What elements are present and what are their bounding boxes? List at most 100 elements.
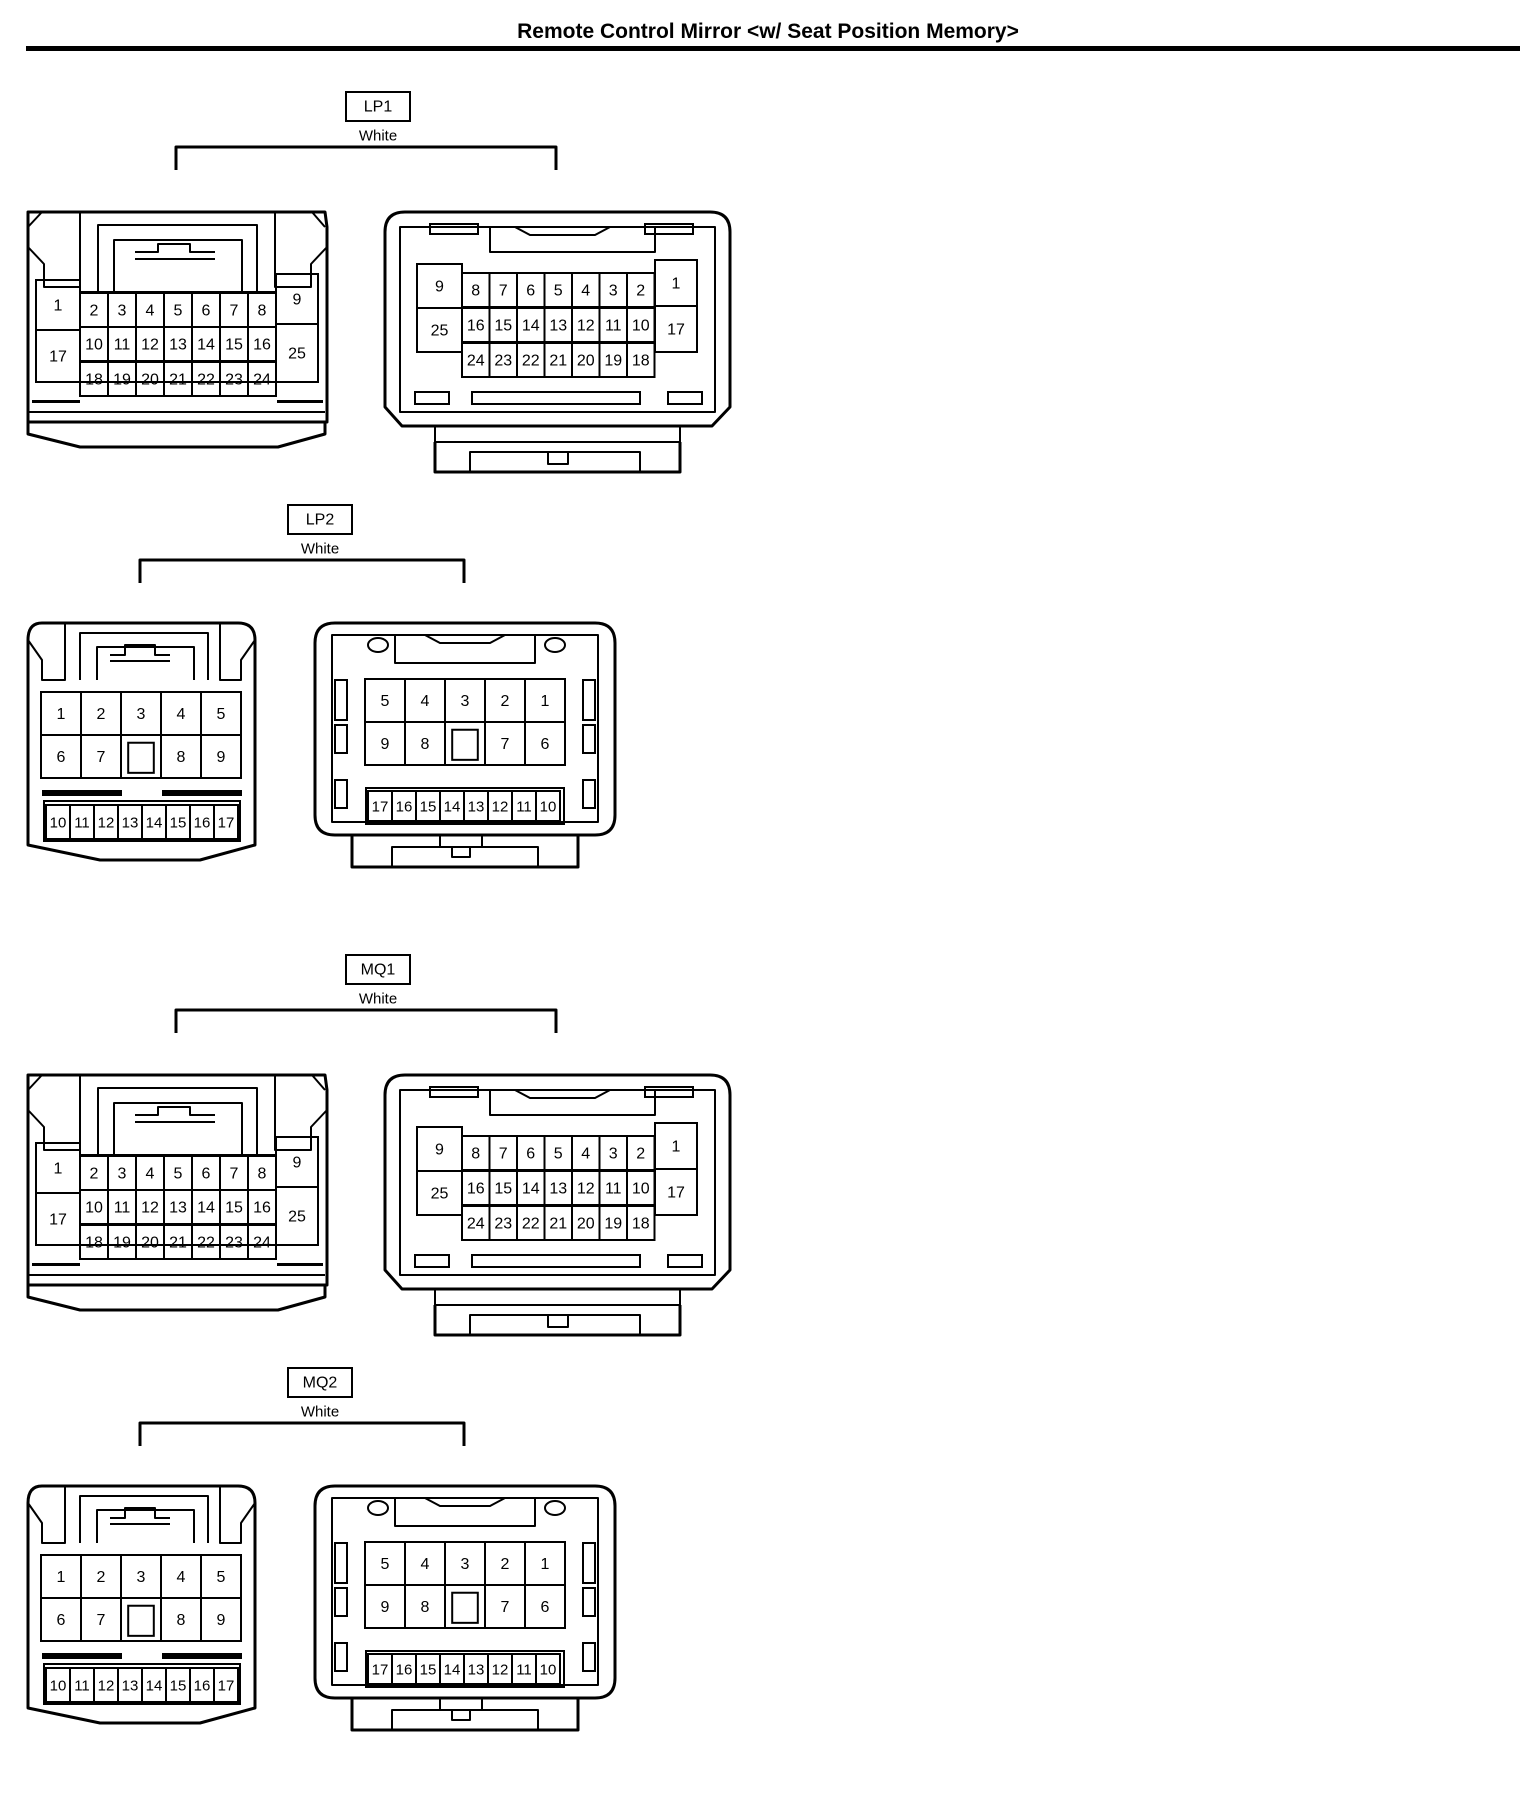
pin-cell: 22 (516, 342, 546, 378)
pin-label: 11 (516, 799, 532, 816)
pin-cell: 11 (69, 1667, 95, 1703)
pin-cell: 15 (415, 1653, 441, 1685)
pin-label: 11 (74, 815, 90, 832)
pin-label: 22 (522, 1216, 540, 1233)
pin-cell: 16 (391, 1653, 417, 1685)
pin-cell: 17 (654, 1168, 698, 1216)
shell-outline (433, 1305, 682, 1337)
pin-cell: 17 (35, 1192, 81, 1246)
connector-id: LP2 (306, 512, 335, 529)
shell-outline (313, 1484, 617, 1700)
shell-outline (434, 1289, 681, 1306)
pin-outline (626, 342, 656, 378)
pin-cell: 23 (219, 1224, 249, 1260)
pin-cell: 16 (189, 804, 215, 840)
shell-outline (26, 422, 327, 449)
pin-label: 24 (253, 372, 271, 389)
pin-cell: 22 (191, 361, 221, 397)
pin-label: 6 (202, 303, 211, 320)
pin-cell: 5 (200, 1554, 242, 1599)
pin-cell: 10 (79, 1189, 109, 1225)
pin-label: 12 (577, 1181, 595, 1198)
pin-cell: 17 (367, 790, 393, 822)
pin-label: 23 (225, 1235, 243, 1252)
pin-label: 18 (85, 372, 103, 389)
pin-label: 8 (421, 736, 430, 753)
shell-outline (391, 846, 539, 867)
pin-label: 3 (609, 283, 618, 300)
pin-cell: 4 (160, 1554, 202, 1599)
pin-cell: 10 (45, 804, 71, 840)
pin-label: 2 (501, 1556, 510, 1573)
pin-label: 3 (609, 1146, 618, 1163)
pin-cell: 25 (275, 323, 319, 383)
pin-cell: 23 (219, 361, 249, 397)
guide-slot (667, 391, 703, 405)
pin-label: 9 (435, 279, 444, 296)
pin-cell: 10 (626, 307, 656, 343)
pin-outline (200, 734, 242, 779)
pin-label: 20 (141, 1235, 159, 1252)
pin-outline (626, 1205, 656, 1241)
pin-cell: 21 (163, 1224, 193, 1260)
pin-label: 7 (230, 1166, 239, 1183)
pin-label: 18 (632, 1216, 650, 1233)
pin-label: 1 (541, 693, 550, 710)
guide-bar (162, 790, 242, 796)
pin-label: 16 (194, 815, 211, 832)
pin-label: 24 (467, 1216, 485, 1233)
pin-cell: 8 (247, 1155, 277, 1191)
pin-cell: 15 (488, 1170, 518, 1206)
shell-outline (26, 1484, 257, 1725)
connector-id: MQ2 (303, 1375, 338, 1392)
pin-label: 8 (177, 749, 186, 766)
pin-label: 17 (372, 799, 389, 816)
pin-cell: 8 (461, 1135, 491, 1171)
guide-slot (334, 1542, 348, 1584)
pin-cell: 14 (516, 1170, 546, 1206)
pin-outline (247, 361, 277, 397)
pin-label: 14 (522, 1181, 540, 1198)
pin-cell: 17 (35, 329, 81, 383)
pin-label: 4 (177, 1569, 186, 1586)
pin-cell: 25 (416, 1170, 463, 1216)
pin-label: 11 (114, 1200, 131, 1217)
guide-slot (582, 1587, 596, 1617)
pin-cell: 25 (416, 307, 463, 353)
shell-outline (451, 847, 471, 858)
pin-cell: 17 (654, 305, 698, 353)
pin-frame (365, 1650, 565, 1688)
pin-cell: 12 (571, 307, 601, 343)
pin-cell: 5 (163, 292, 193, 328)
pin-label: 16 (253, 1200, 271, 1217)
pin-label: 3 (137, 706, 146, 723)
latch-slot (429, 223, 479, 235)
pin-label: 4 (421, 1556, 430, 1573)
shell-outline (451, 1710, 471, 1721)
shell-outline (469, 451, 641, 472)
pin-label: 8 (258, 1166, 267, 1183)
pin-cell: 5 (200, 691, 242, 736)
pin-label: 5 (174, 1166, 183, 1183)
pin-cell: 3 (598, 1135, 628, 1171)
shell-outline (97, 224, 258, 292)
pin-cell: 11 (598, 1170, 628, 1206)
key-slot (451, 1591, 479, 1624)
locator-hole (367, 1500, 389, 1516)
pin-label: 2 (97, 706, 106, 723)
shell-outline (489, 227, 656, 253)
pin-cell: 6 (40, 734, 82, 779)
pin-cell: 18 (626, 1205, 656, 1241)
pin-label: 2 (636, 283, 645, 300)
pin-label: 15 (170, 1678, 187, 1695)
pin-outline (247, 1224, 277, 1260)
pin-cell: 19 (107, 1224, 137, 1260)
pin-label: 13 (122, 815, 139, 832)
pin-cell: 3 (120, 1554, 162, 1599)
pin-cell: 19 (598, 342, 628, 378)
pin-label: 7 (230, 303, 239, 320)
pin-cell: 13 (543, 307, 573, 343)
pin-label: 8 (258, 303, 267, 320)
